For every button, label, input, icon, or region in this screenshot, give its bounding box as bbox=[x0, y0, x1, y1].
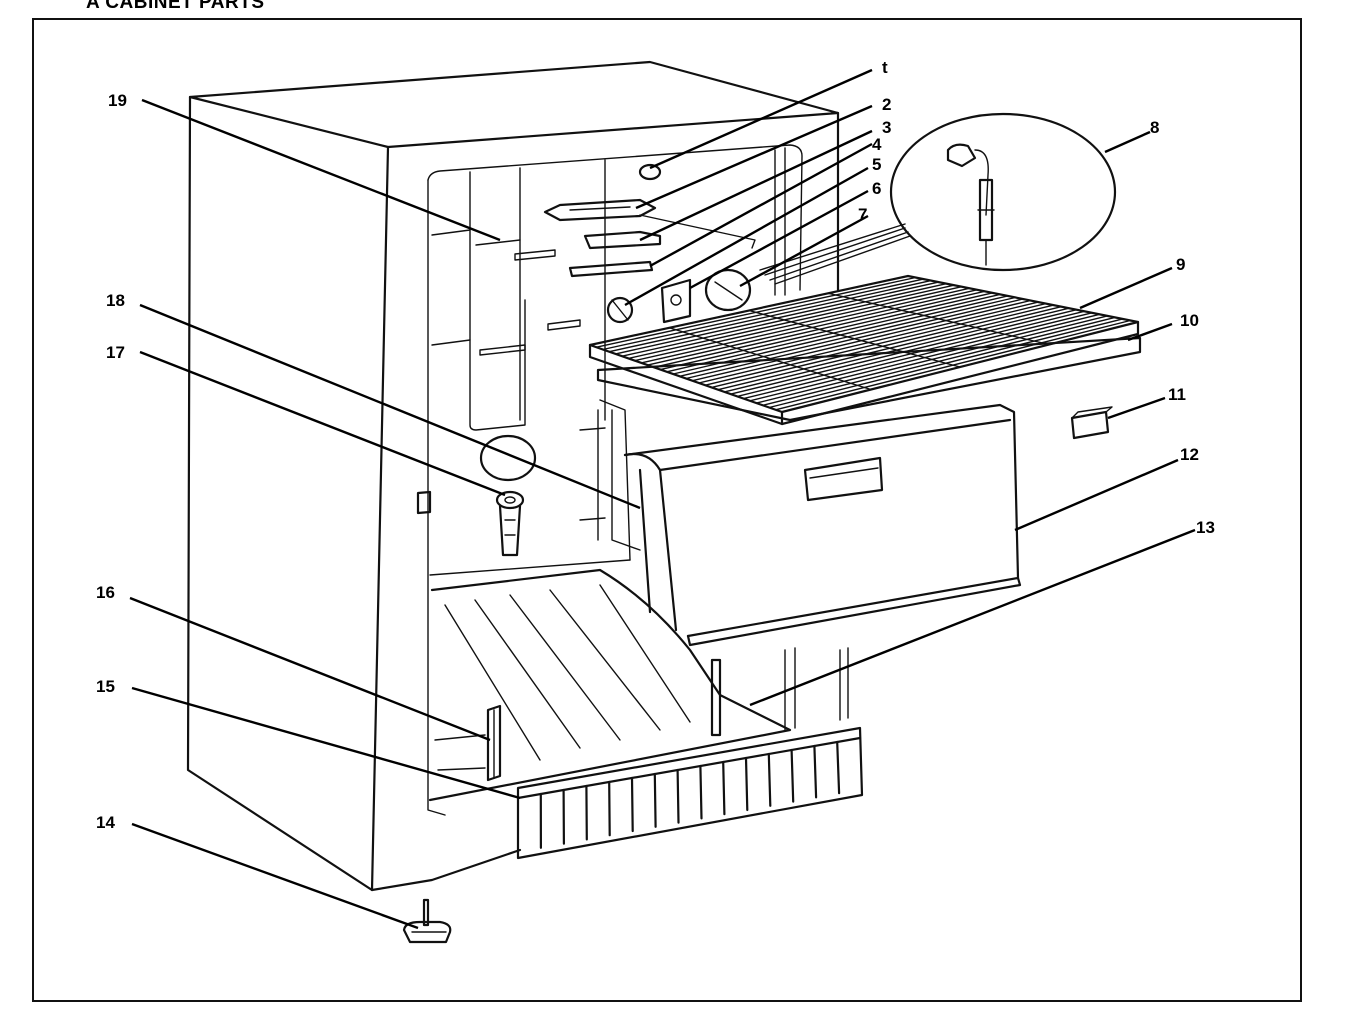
shelf-wire bbox=[827, 292, 1050, 346]
small-block-part bbox=[1070, 406, 1113, 440]
callout-9: 9 bbox=[1176, 255, 1185, 274]
leader-lines bbox=[129, 68, 1196, 930]
callout-8: 8 bbox=[1150, 118, 1159, 137]
grille-slat bbox=[744, 756, 749, 812]
callout-18: 18 bbox=[106, 291, 125, 310]
callout-1: t bbox=[882, 58, 888, 77]
grille-slat bbox=[516, 736, 862, 800]
callout-5: 5 bbox=[872, 155, 881, 174]
leveling-foot bbox=[402, 898, 452, 944]
grille-slat bbox=[790, 748, 795, 803]
grille-slat bbox=[608, 780, 611, 837]
callout-3: 3 bbox=[882, 118, 891, 137]
shelf-wire bbox=[668, 327, 872, 391]
callout-4: 4 bbox=[872, 135, 882, 154]
grille-slat bbox=[676, 768, 680, 824]
sensor-inset bbox=[759, 112, 1117, 285]
callout-2: 2 bbox=[882, 95, 891, 114]
clip-parts bbox=[434, 704, 502, 782]
diagram-title: A CABINET PARTS bbox=[86, 0, 265, 13]
callout-6: 6 bbox=[872, 179, 881, 198]
grille-slat bbox=[516, 726, 864, 860]
grille-slat bbox=[836, 740, 841, 795]
cabinet-body bbox=[186, 60, 840, 892]
callout-13: 13 bbox=[1196, 518, 1215, 537]
grille-slat bbox=[813, 744, 818, 799]
callout-16: 16 bbox=[96, 583, 115, 602]
callout-10: 10 bbox=[1180, 311, 1199, 330]
shelf-wire bbox=[780, 320, 1140, 426]
drain-parts bbox=[479, 434, 537, 557]
crisper-drawer bbox=[579, 399, 1022, 647]
callout-11: 11 bbox=[1168, 385, 1186, 404]
callout-17: 17 bbox=[106, 343, 125, 362]
grille-slat bbox=[722, 760, 726, 816]
grille-slat bbox=[653, 772, 657, 828]
shelf-wire bbox=[748, 309, 961, 368]
bottom-tray bbox=[428, 568, 849, 802]
callout-12: 12 bbox=[1180, 445, 1199, 464]
callout-labels: t 2 3 4 5 6 7 8 9 10 11 12 13 14 15 16 1… bbox=[96, 58, 1215, 832]
callout-14: 14 bbox=[96, 813, 115, 832]
shelf-frame bbox=[596, 336, 1142, 422]
wire-shelf bbox=[588, 274, 1140, 426]
callout-7: 7 bbox=[858, 205, 867, 224]
grille-slat bbox=[699, 764, 703, 820]
grille-slat bbox=[630, 776, 634, 833]
callout-15: 15 bbox=[96, 677, 115, 696]
grille-slat bbox=[767, 752, 772, 807]
callout-19: 19 bbox=[108, 91, 127, 110]
interior-liner bbox=[416, 144, 803, 816]
front-grille bbox=[516, 726, 864, 860]
diagram-frame bbox=[32, 18, 1302, 1002]
top-components bbox=[543, 163, 756, 324]
